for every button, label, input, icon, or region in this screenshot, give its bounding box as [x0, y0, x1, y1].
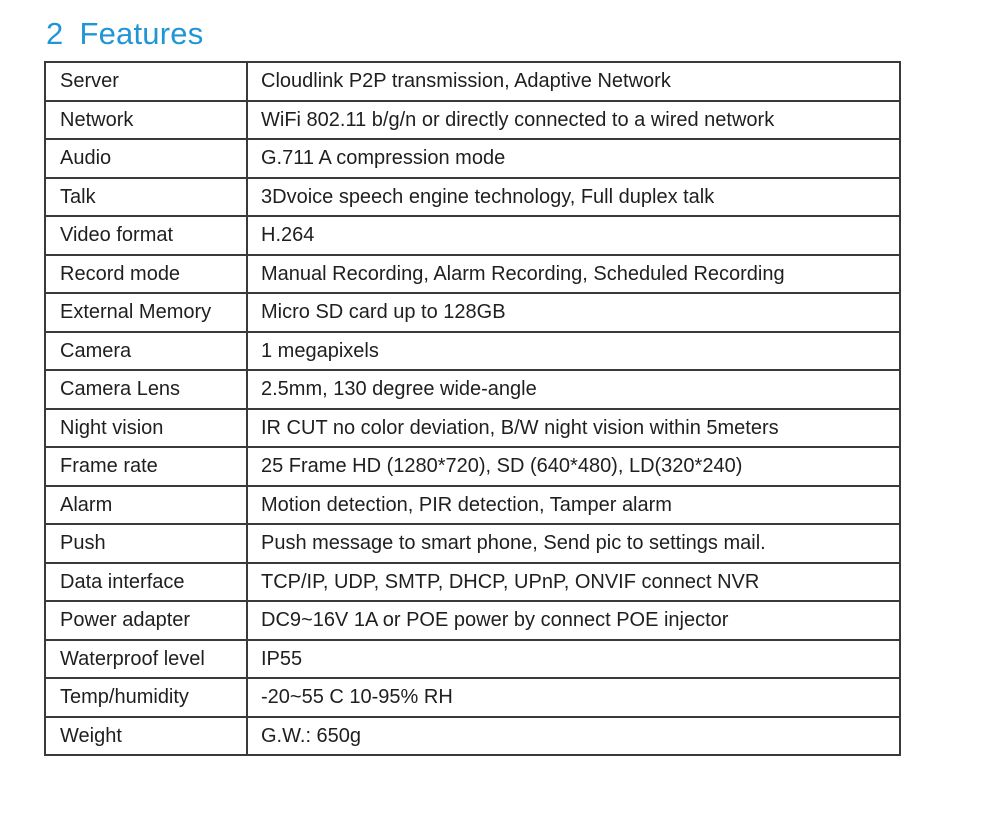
- table-row: Data interface TCP/IP, UDP, SMTP, DHCP, …: [44, 561, 901, 602]
- feature-label: Record mode: [44, 253, 248, 294]
- table-row: Talk 3Dvoice speech engine technology, F…: [44, 176, 901, 217]
- feature-value: 25 Frame HD (1280*720), SD (640*480), LD…: [246, 446, 901, 487]
- feature-label: Server: [44, 61, 248, 102]
- feature-value: H.264: [246, 215, 901, 256]
- table-row: Alarm Motion detection, PIR detection, T…: [44, 484, 901, 525]
- feature-label: Temp/humidity: [44, 677, 248, 718]
- table-row: Temp/humidity -20~55 C 10-95% RH: [44, 677, 901, 718]
- feature-value: G.W.: 650g: [246, 715, 901, 756]
- feature-label: Network: [44, 99, 248, 140]
- feature-label: Power adapter: [44, 600, 248, 641]
- table-row: Camera 1 megapixels: [44, 330, 901, 371]
- feature-value: Push message to smart phone, Send pic to…: [246, 523, 901, 564]
- features-table: Server Cloudlink P2P transmission, Adapt…: [44, 61, 901, 756]
- feature-value: Cloudlink P2P transmission, Adaptive Net…: [246, 61, 901, 102]
- feature-label: Alarm: [44, 484, 248, 525]
- table-row: Waterproof level IP55: [44, 638, 901, 679]
- table-row: Camera Lens 2.5mm, 130 degree wide-angle: [44, 369, 901, 410]
- feature-value: G.711 A compression mode: [246, 138, 901, 179]
- table-row: Server Cloudlink P2P transmission, Adapt…: [44, 61, 901, 102]
- feature-value: 3Dvoice speech engine technology, Full d…: [246, 176, 901, 217]
- table-row: Audio G.711 A compression mode: [44, 138, 901, 179]
- section-heading: 2 Features: [46, 16, 203, 52]
- table-row: Frame rate 25 Frame HD (1280*720), SD (6…: [44, 446, 901, 487]
- table-row: Network WiFi 802.11 b/g/n or directly co…: [44, 99, 901, 140]
- feature-label: External Memory: [44, 292, 248, 333]
- table-row: Record mode Manual Recording, Alarm Reco…: [44, 253, 901, 294]
- feature-value: Motion detection, PIR detection, Tamper …: [246, 484, 901, 525]
- feature-label: Weight: [44, 715, 248, 756]
- feature-value: DC9~16V 1A or POE power by connect POE i…: [246, 600, 901, 641]
- table-row: Power adapter DC9~16V 1A or POE power by…: [44, 600, 901, 641]
- table-row: Night vision IR CUT no color deviation, …: [44, 407, 901, 448]
- feature-label: Push: [44, 523, 248, 564]
- table-row: Video format H.264: [44, 215, 901, 256]
- feature-value: -20~55 C 10-95% RH: [246, 677, 901, 718]
- feature-label: Waterproof level: [44, 638, 248, 679]
- feature-value: IR CUT no color deviation, B/W night vis…: [246, 407, 901, 448]
- feature-value: WiFi 802.11 b/g/n or directly connected …: [246, 99, 901, 140]
- section-title: Features: [79, 16, 204, 51]
- feature-value: 2.5mm, 130 degree wide-angle: [246, 369, 901, 410]
- feature-label: Camera: [44, 330, 248, 371]
- table-row: Push Push message to smart phone, Send p…: [44, 523, 901, 564]
- feature-value: Micro SD card up to 128GB: [246, 292, 901, 333]
- feature-value: 1 megapixels: [246, 330, 901, 371]
- feature-value: IP55: [246, 638, 901, 679]
- feature-label: Night vision: [44, 407, 248, 448]
- table-row: External Memory Micro SD card up to 128G…: [44, 292, 901, 333]
- feature-label: Data interface: [44, 561, 248, 602]
- section-number: 2: [46, 16, 64, 51]
- feature-value: Manual Recording, Alarm Recording, Sched…: [246, 253, 901, 294]
- feature-label: Video format: [44, 215, 248, 256]
- feature-label: Talk: [44, 176, 248, 217]
- table-row: Weight G.W.: 650g: [44, 715, 901, 756]
- feature-label: Frame rate: [44, 446, 248, 487]
- feature-value: TCP/IP, UDP, SMTP, DHCP, UPnP, ONVIF con…: [246, 561, 901, 602]
- feature-label: Audio: [44, 138, 248, 179]
- feature-label: Camera Lens: [44, 369, 248, 410]
